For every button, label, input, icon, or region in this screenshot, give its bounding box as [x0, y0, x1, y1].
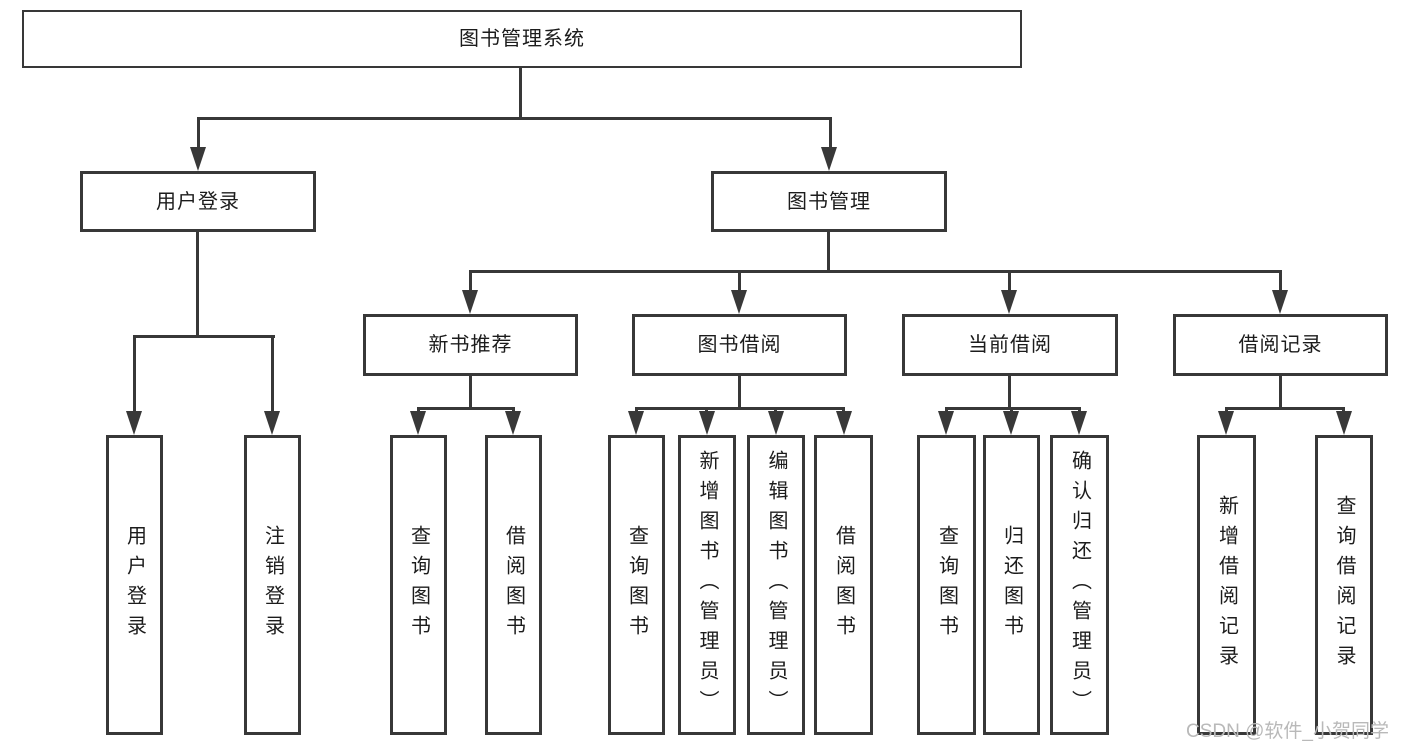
arrow-down-icon: [462, 290, 478, 314]
leaf-borrow-book: 借阅图书: [814, 435, 873, 735]
arrow-down-icon: [1003, 411, 1019, 435]
leaf-query-borrow-record: 查询借阅记录: [1315, 435, 1373, 735]
arrow-down-icon: [628, 411, 644, 435]
connector-line: [133, 335, 275, 338]
connector-line: [827, 232, 830, 273]
arrow-down-icon: [836, 411, 852, 435]
leaf-add-borrow-record: 新增借阅记录: [1197, 435, 1256, 735]
leaf-add-book-admin: 新增图书（管理员）: [678, 435, 736, 735]
connector-line: [469, 376, 472, 410]
connector-line: [469, 270, 1282, 273]
arrow-down-icon: [699, 411, 715, 435]
connector-line: [1225, 407, 1228, 414]
csdn-watermark: CSDN @软件_小贺同学: [1186, 721, 1389, 742]
node-user-login-label: 用户登录: [156, 190, 240, 213]
connector-line: [417, 407, 515, 410]
connector-line: [774, 407, 777, 414]
node-current-borrow: 当前借阅: [902, 314, 1118, 376]
connector-line: [1010, 407, 1013, 414]
connector-line: [1078, 407, 1081, 414]
node-book-management: 图书管理: [711, 171, 947, 232]
leaf-borrow-book-recommend-label: 借阅图书: [502, 525, 525, 645]
arrow-down-icon: [821, 147, 837, 171]
leaf-add-book-admin-label: 新增图书（管理员）: [696, 450, 718, 720]
arrow-down-icon: [768, 411, 784, 435]
connector-line: [635, 407, 845, 410]
leaf-add-borrow-record-label: 新增借阅记录: [1215, 495, 1238, 675]
leaf-query-book-recommend-label: 查询图书: [407, 525, 430, 645]
leaf-confirm-return-admin-label: 确认归还（管理员）: [1068, 450, 1091, 720]
arrow-down-icon: [505, 411, 521, 435]
leaf-query-book-recommend: 查询图书: [390, 435, 447, 735]
arrow-down-icon: [410, 411, 426, 435]
arrow-down-icon: [1001, 290, 1017, 314]
connector-line: [271, 335, 274, 413]
leaf-edit-book-admin: 编辑图书（管理员）: [747, 435, 805, 735]
arrow-down-icon: [190, 147, 206, 171]
connector-line: [197, 117, 200, 151]
connector-line: [945, 407, 948, 414]
connector-line: [1279, 376, 1282, 410]
node-root-label: 图书管理系统: [459, 28, 585, 50]
connector-line: [738, 270, 741, 293]
connector-line: [417, 407, 420, 414]
node-borrow-records: 借阅记录: [1173, 314, 1388, 376]
leaf-borrow-book-recommend: 借阅图书: [485, 435, 542, 735]
arrow-down-icon: [1218, 411, 1234, 435]
node-current-borrow-label: 当前借阅: [968, 334, 1052, 356]
leaf-logout-label: 注销登录: [261, 525, 284, 645]
connector-line: [512, 407, 515, 414]
leaf-logout: 注销登录: [244, 435, 301, 735]
arrow-down-icon: [1336, 411, 1352, 435]
node-borrow-records-label: 借阅记录: [1238, 334, 1323, 356]
connector-line: [133, 335, 136, 413]
node-book-management-label: 图书管理: [787, 190, 871, 213]
connector-line: [1008, 376, 1011, 410]
connector-line: [705, 407, 708, 414]
node-new-book-recommend-label: 新书推荐: [428, 334, 513, 356]
leaf-borrow-book-label: 借阅图书: [832, 525, 855, 645]
leaf-query-borrow-record-label: 查询借阅记录: [1333, 495, 1355, 675]
arrow-down-icon: [126, 411, 142, 435]
arrow-down-icon: [264, 411, 280, 435]
connector-line: [829, 117, 832, 151]
connector-line: [469, 270, 472, 293]
arrow-down-icon: [1272, 290, 1288, 314]
connector-line: [1342, 407, 1345, 414]
connector-line: [519, 68, 522, 120]
arrow-down-icon: [1071, 411, 1087, 435]
connector-line: [1279, 270, 1282, 293]
leaf-confirm-return-admin: 确认归还（管理员）: [1050, 435, 1109, 735]
arrow-down-icon: [731, 290, 747, 314]
connector-line: [842, 407, 845, 414]
node-book-borrow-label: 图书借阅: [697, 334, 782, 356]
connector-line: [738, 376, 741, 410]
node-root: 图书管理系统: [22, 10, 1022, 68]
leaf-query-book-current-label: 查询图书: [935, 525, 958, 645]
connector-line: [197, 117, 832, 120]
node-book-borrow: 图书借阅: [632, 314, 847, 376]
leaf-query-book-borrow: 查询图书: [608, 435, 665, 735]
leaf-return-book: 归还图书: [983, 435, 1040, 735]
node-new-book-recommend: 新书推荐: [363, 314, 578, 376]
leaf-user-login-label: 用户登录: [123, 525, 146, 645]
connector-line: [196, 232, 199, 338]
leaf-user-login: 用户登录: [106, 435, 163, 735]
connector-line: [1225, 407, 1345, 410]
arrow-down-icon: [938, 411, 954, 435]
connector-line: [635, 407, 638, 414]
leaf-query-book-current: 查询图书: [917, 435, 976, 735]
node-user-login: 用户登录: [80, 171, 316, 232]
connector-line: [945, 407, 1081, 410]
leaf-return-book-label: 归还图书: [1000, 525, 1023, 645]
leaf-edit-book-admin-label: 编辑图书（管理员）: [765, 450, 787, 720]
connector-line: [1008, 270, 1011, 293]
leaf-query-book-borrow-label: 查询图书: [625, 525, 648, 645]
